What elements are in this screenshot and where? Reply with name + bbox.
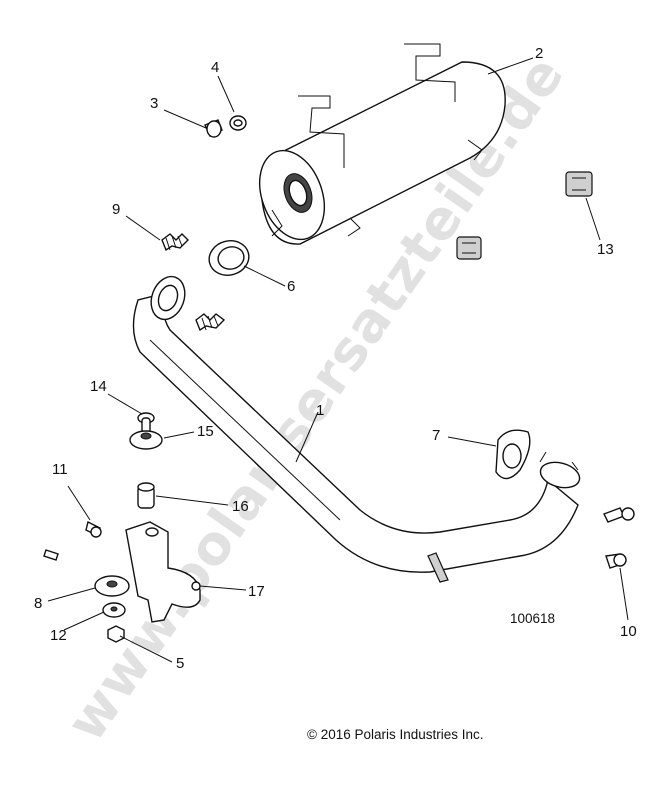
callout-5: 5 — [176, 655, 184, 672]
callout-14: 14 — [90, 378, 107, 395]
seal-ring-6 — [208, 240, 250, 276]
callout-10: 10 — [620, 623, 637, 640]
callout-labels: 1 2 3 4 5 6 7 8 9 10 11 12 13 14 15 16 1… — [34, 45, 637, 672]
callout-6: 6 — [287, 278, 295, 295]
gasket-7 — [495, 429, 531, 480]
callout-11: 11 — [52, 461, 68, 478]
callout-17: 17 — [248, 583, 265, 600]
spring-9-upper — [161, 233, 189, 252]
grommet-13-upper — [565, 171, 593, 197]
grommet-13-lower — [456, 236, 482, 260]
callout-9: 9 — [112, 201, 120, 218]
callout-7: 7 — [432, 427, 440, 444]
bolt-left — [43, 549, 59, 561]
callout-2: 2 — [535, 45, 543, 62]
muffler — [259, 43, 506, 245]
bolt-10-upper — [603, 507, 635, 523]
washer-4 — [229, 115, 247, 131]
leader-lines — [47, 57, 629, 663]
exhaust-pipe — [132, 275, 581, 583]
spring-9-lower — [195, 313, 226, 332]
callout-12: 12 — [50, 627, 67, 644]
bushing-16 — [137, 482, 155, 509]
bracket-17 — [125, 521, 201, 623]
nut-5 — [107, 625, 125, 643]
bolt-3 — [204, 119, 223, 138]
callout-13: 13 — [597, 241, 614, 258]
washer-large-8 — [94, 575, 130, 597]
callout-1: 1 — [316, 402, 324, 419]
grommet-15 — [129, 430, 163, 450]
washer-small-12 — [102, 602, 126, 618]
callout-15: 15 — [197, 423, 214, 440]
callout-3: 3 — [150, 95, 158, 112]
bolt-10-lower — [605, 553, 627, 569]
bolt-11 — [85, 520, 102, 538]
diagram-number: 100618 — [510, 611, 555, 626]
copyright: © 2016 Polaris Industries Inc. — [307, 727, 484, 742]
callout-4: 4 — [211, 59, 219, 76]
callout-8: 8 — [34, 595, 42, 612]
callout-16: 16 — [232, 498, 249, 515]
